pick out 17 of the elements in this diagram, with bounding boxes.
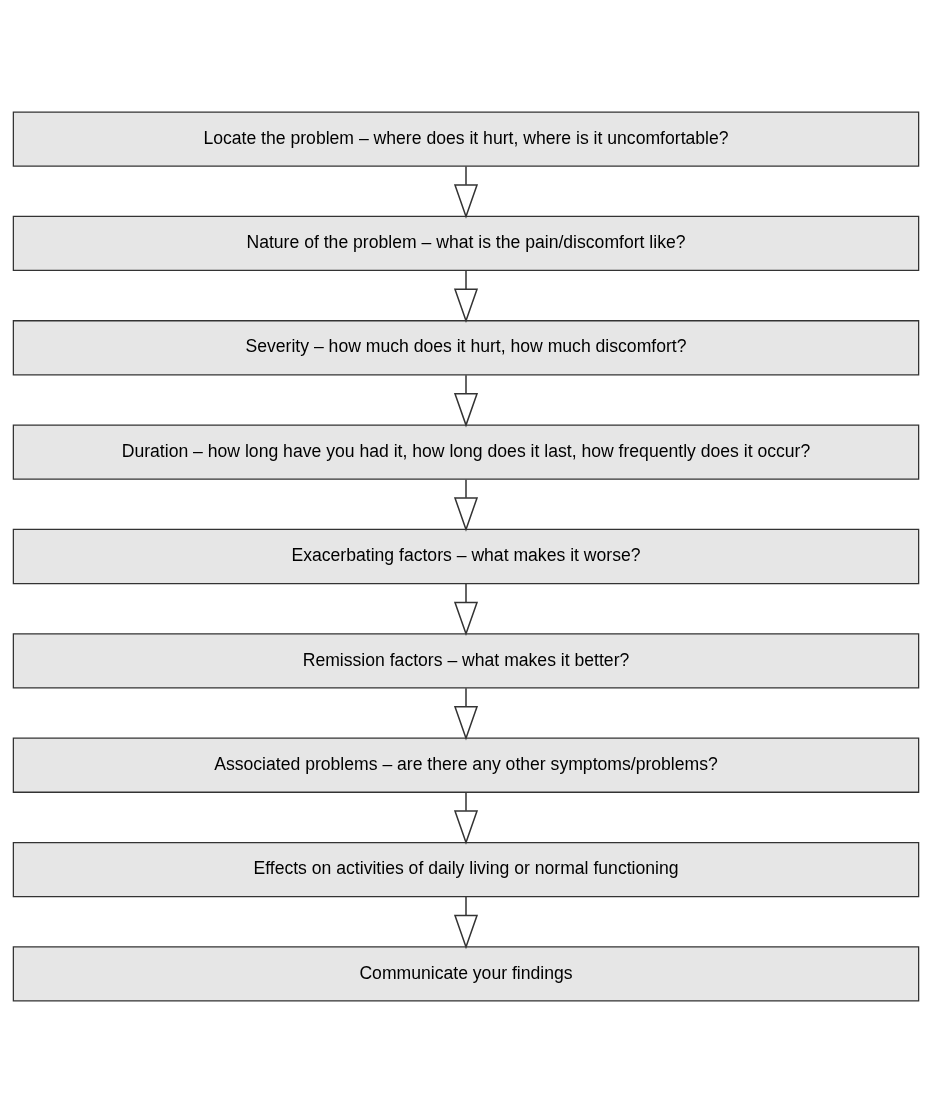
node-box: Nature of the problem – what is the pain/discomfort like? (12, 215, 920, 272)
arrow (453, 896, 479, 950)
node-box: Locate the problem – where does it hurt, where is it uncomfortable? (12, 111, 920, 167)
arrow (453, 374, 479, 428)
arrow (453, 165, 479, 219)
arrow (453, 583, 479, 637)
node-box: Remission factors – what makes it better? (12, 633, 920, 689)
arrow (453, 687, 479, 741)
node-box: Severity – how much does it hurt, how much discomfort? (12, 320, 920, 376)
arrow (453, 270, 479, 324)
node-box: Communicate your findings (12, 946, 920, 1002)
arrow (453, 791, 479, 845)
node-box: Associated problems – are there any other symptoms/problems? (12, 737, 920, 793)
node-box: Exacerbating factors – what makes it worse? (12, 528, 920, 585)
node-box: Duration – how long have you had it, how long does it last, how frequently does it occur? (12, 424, 920, 480)
node-box: Effects on activities of daily living or normal functioning (12, 841, 920, 898)
arrow (453, 478, 479, 532)
